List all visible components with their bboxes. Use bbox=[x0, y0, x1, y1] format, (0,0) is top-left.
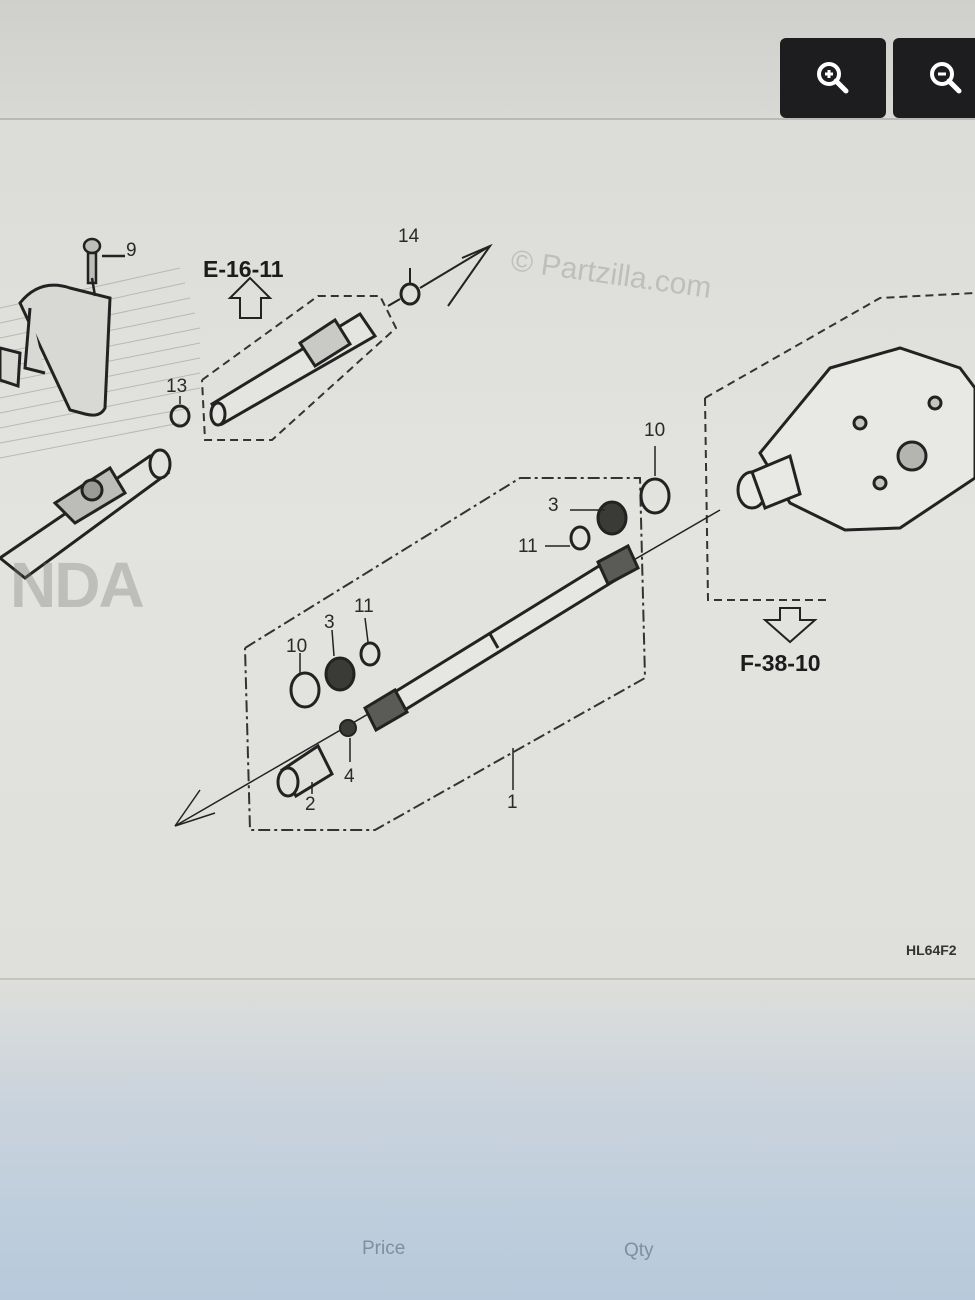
callout-2[interactable]: 2 bbox=[305, 794, 316, 815]
qty-column-header: Qty bbox=[624, 1240, 654, 1261]
dashed-box-top bbox=[201, 295, 398, 441]
ref-link-e-16-11[interactable]: E-16-11 bbox=[203, 256, 284, 282]
sleeve-2 bbox=[276, 743, 334, 799]
callout-4[interactable]: 4 bbox=[344, 766, 355, 787]
ref-link-f-38-10[interactable]: F-38-10 bbox=[740, 650, 821, 676]
drive-shaft-1 bbox=[363, 543, 640, 733]
propeller-shaft bbox=[0, 448, 172, 580]
ring-10-lower bbox=[289, 671, 321, 709]
seal-3-lower bbox=[324, 656, 356, 692]
callout-14[interactable]: 14 bbox=[398, 226, 420, 247]
frame-bracket bbox=[0, 283, 112, 417]
callout-13[interactable]: 13 bbox=[166, 376, 188, 397]
collar-4 bbox=[339, 719, 357, 737]
ring-14 bbox=[399, 282, 421, 306]
zoom-in-icon bbox=[817, 62, 849, 94]
zoom-out-icon bbox=[930, 62, 962, 94]
leader-lines bbox=[179, 396, 656, 794]
zoom-in-button[interactable] bbox=[780, 38, 886, 118]
price-column-header: Price bbox=[362, 1238, 406, 1259]
zoom-out-button[interactable] bbox=[893, 38, 975, 118]
ring-10-top bbox=[639, 477, 671, 515]
parts-diagram[interactable]: © Partzilla.com NDA E-16-11 F-38-10 HL64… bbox=[0, 118, 975, 978]
section-divider bbox=[0, 978, 975, 980]
callout-9[interactable]: 9 bbox=[126, 240, 137, 261]
direction-arrow-top bbox=[419, 245, 491, 289]
callout-10-top[interactable]: 10 bbox=[644, 420, 666, 441]
arrow-up bbox=[227, 276, 273, 319]
diagram-toolbar bbox=[0, 0, 975, 120]
input-shaft bbox=[209, 311, 378, 427]
ring-11-lower bbox=[359, 641, 381, 667]
ring-13 bbox=[169, 404, 191, 428]
callout-11-lower[interactable]: 11 bbox=[354, 596, 374, 617]
callout-3-lower[interactable]: 3 bbox=[324, 612, 335, 633]
brand-watermark: NDA bbox=[10, 549, 145, 621]
dashed-box-right bbox=[704, 292, 975, 399]
final-drive bbox=[736, 346, 975, 532]
callout-11-top[interactable]: 11 bbox=[518, 536, 538, 557]
dashed-box-center bbox=[244, 477, 647, 831]
diagram-drawing bbox=[0, 237, 975, 831]
arrow-down bbox=[762, 607, 818, 644]
seal-3-top bbox=[596, 500, 628, 536]
diagram-code: HL64F2 bbox=[906, 942, 957, 958]
ring-11-top bbox=[569, 525, 591, 551]
callout-3-top[interactable]: 3 bbox=[548, 495, 559, 516]
callout-1[interactable]: 1 bbox=[507, 792, 518, 813]
callout-10-lower[interactable]: 10 bbox=[286, 636, 308, 657]
bolt-9 bbox=[82, 237, 125, 297]
